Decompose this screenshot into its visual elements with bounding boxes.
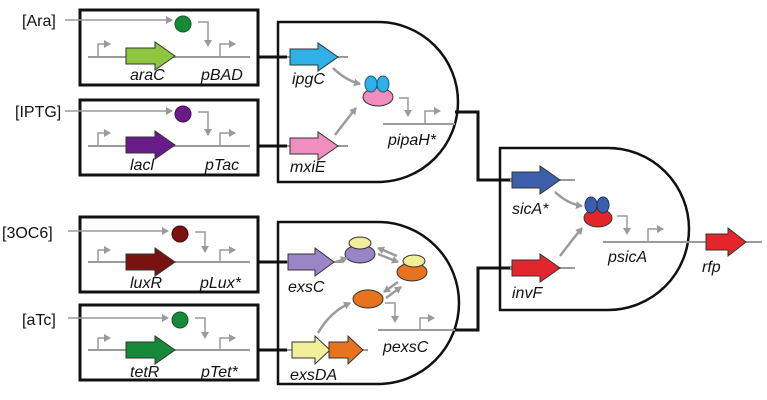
protein-ipgc-b	[376, 75, 390, 93]
promoter-luxr	[97, 246, 111, 262]
promoter-pipah	[424, 107, 441, 124]
activation-arrow-pexsc	[385, 302, 399, 323]
sensor-box-atc	[78, 303, 260, 382]
and-gate-shape-2	[276, 220, 461, 386]
repression-line-atc	[195, 317, 209, 339]
promoter-ptet	[219, 334, 236, 350]
label-lacl: lacl	[130, 157, 154, 174]
label-pexsc: pexsC	[382, 339, 429, 356]
label-mxie: mxiE	[290, 159, 326, 176]
label-ptet: pTet*	[200, 364, 239, 381]
inducer-molecule-atc	[171, 311, 189, 329]
and-gate-shape-3	[498, 146, 691, 312]
activation-arrow-psica	[617, 215, 631, 235]
connection-wires	[258, 55, 512, 352]
gene-rfp	[705, 226, 747, 258]
repression-line-3oc6	[195, 231, 209, 253]
protein-sica-a	[584, 196, 598, 214]
promoter-pexsc	[419, 314, 435, 330]
label-ipgc: ipgC	[292, 71, 325, 88]
label-ptac: pTac	[204, 157, 239, 174]
input-label-ara: [Ara]	[22, 13, 56, 30]
arrow-invf-to-complex	[559, 227, 583, 257]
input-label-iptg: [IPTG]	[15, 104, 61, 121]
label-arac: araC	[130, 67, 165, 84]
protein-ipgc-a	[364, 75, 378, 93]
sensor-box-iptg	[78, 98, 260, 177]
promoter-psica	[647, 225, 664, 242]
arrow-exsc-complex	[335, 256, 348, 264]
promoter-plux	[219, 246, 236, 262]
gene-invf	[511, 253, 561, 283]
and-gate-shape-1	[276, 20, 460, 184]
promoter-pbad	[219, 40, 236, 57]
gene-arac	[125, 41, 176, 71]
input-label-atc: [aTc]	[22, 312, 56, 329]
gene-exsc	[287, 247, 335, 277]
gene-tetr	[125, 335, 176, 365]
arrow-equilibrium-1	[377, 252, 399, 264]
arrow-exsda-to-protein	[316, 301, 351, 334]
gene-lacl	[125, 130, 176, 160]
label-exsda: exsDA	[290, 367, 337, 384]
arrow-equilibrium-2	[377, 246, 398, 258]
promoter-tetr	[97, 334, 111, 350]
input-label-3oc6: [3OC6]	[2, 225, 53, 242]
sensor-box-3oc6	[78, 215, 260, 294]
and-gate-exsc-exsda: exsC exsDA pexsC	[276, 220, 461, 386]
arrow-mxie-to-complex	[334, 107, 357, 136]
promoter-lacl	[97, 129, 111, 146]
and-gate-sica-invf: sicA* invF psicA rfp	[498, 146, 762, 312]
gene-ipgc	[289, 42, 339, 72]
label-luxr: luxR	[130, 275, 162, 292]
sensor-module-ara: araC pBAD	[65, 8, 260, 87]
arrow-equilibrium-3	[383, 280, 399, 294]
gene-luxr	[125, 247, 176, 277]
protein-exsd-b	[402, 254, 426, 268]
and-gate-ipgc-mxie: ipgC mxiE pipaH*	[276, 20, 460, 184]
gene-exsd	[291, 334, 331, 366]
promoter-arac	[97, 40, 111, 57]
promoter-ptac	[219, 129, 236, 146]
sensor-module-3oc6: luxR pLux*	[68, 215, 260, 294]
arrow-equilibrium-4	[385, 285, 402, 300]
gene-exsa	[328, 334, 364, 366]
gene-sica	[511, 165, 561, 195]
gene-mxie	[289, 131, 339, 161]
label-pbad: pBAD	[200, 67, 243, 84]
protein-exsa-b	[352, 289, 384, 309]
protein-sica-b	[596, 196, 610, 214]
label-exsc: exsC	[288, 279, 325, 296]
protein-exsd-a	[348, 236, 372, 250]
label-pipah: pipaH*	[387, 132, 437, 149]
repression-line-ara	[198, 21, 212, 47]
inducer-molecule-ara	[174, 15, 192, 33]
label-tetr: tetR	[130, 364, 160, 381]
sensor-module-atc: tetR pTet*	[68, 303, 260, 382]
sensor-module-iptg: lacl pTac	[65, 98, 260, 177]
label-psica: psicA	[607, 249, 647, 266]
label-sica: sicA*	[512, 201, 549, 218]
activation-arrow-pipah	[399, 97, 412, 117]
label-invf: invF	[512, 285, 543, 302]
repression-line-iptg	[198, 111, 212, 136]
label-rfp: rfp	[702, 259, 721, 276]
sensor-box-ara	[78, 8, 260, 87]
inducer-molecule-3oc6	[171, 225, 189, 243]
arrow-ipgc-to-complex	[332, 67, 361, 87]
arrow-sica-to-complex	[554, 191, 583, 210]
label-plux: pLux*	[199, 275, 242, 292]
inducer-molecule-iptg	[174, 105, 192, 123]
